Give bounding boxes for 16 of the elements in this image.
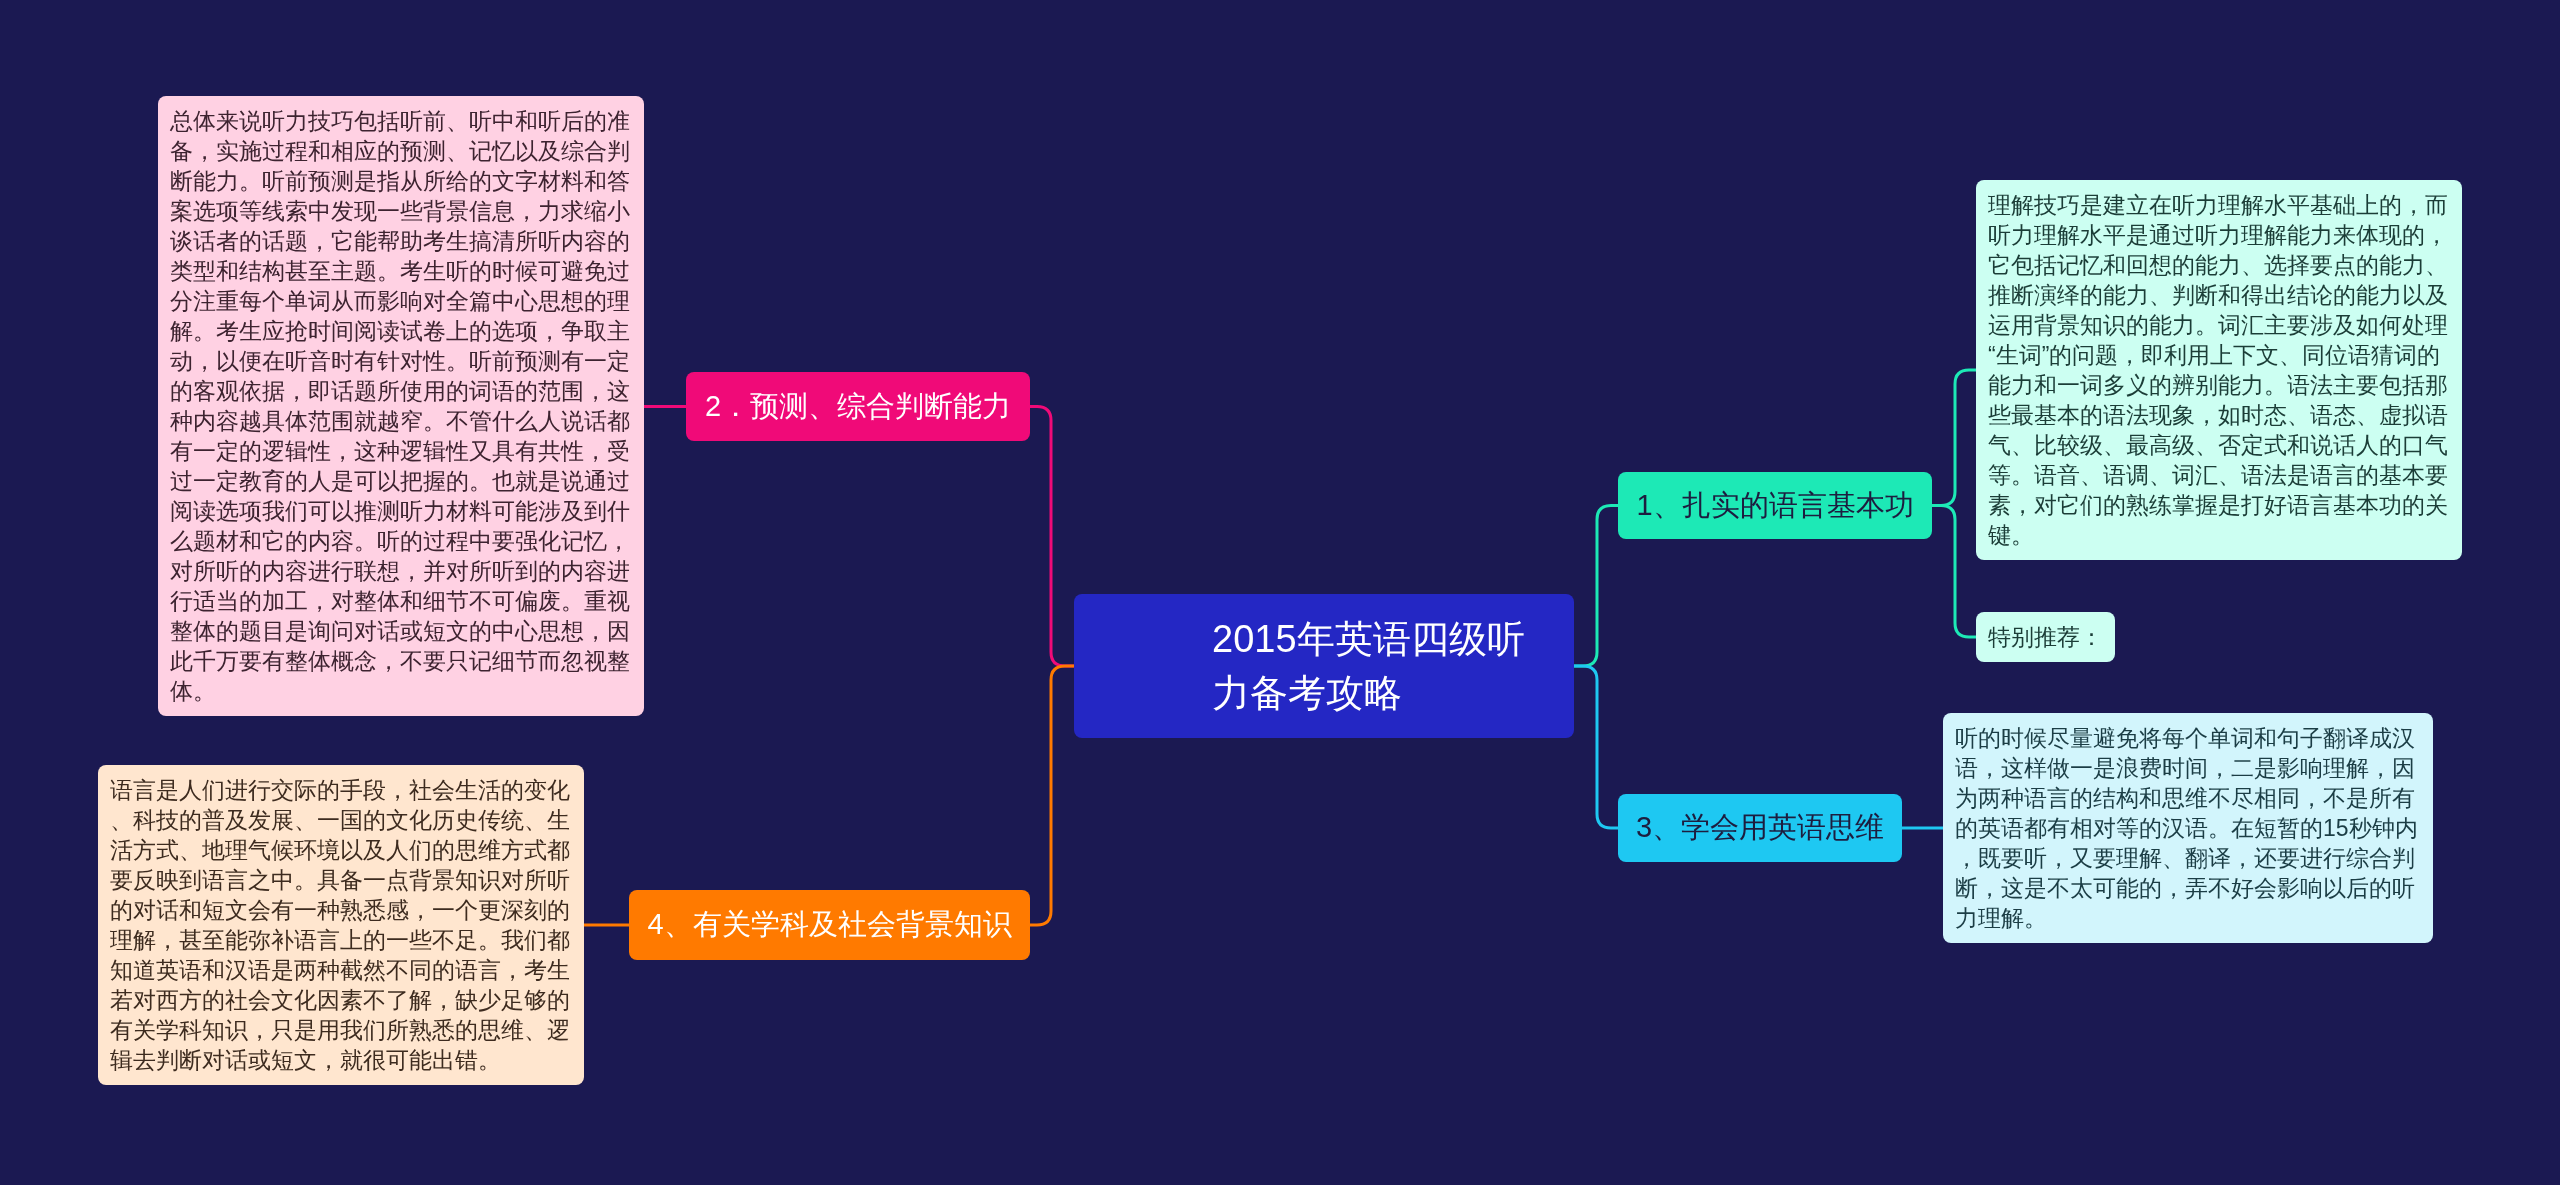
branch-box: 1、扎实的语言基本功 (1618, 472, 1932, 539)
note-box: 听的时候尽量避免将每个单词和句子翻译成汉语，这样做一是浪费时间，二是影响理解，因为两种语言的结构和思维不尽相同，不是所有的英语都有相对等的汉语。在短暂的15秒钟内，既要听，又要理解、翻译，还要进行综合判断，这是不太可能的，弄不好会影响以后的听力理解。 (1943, 713, 2433, 943)
topic-box: 2015年英语四级听力备考攻略 (1074, 594, 1574, 738)
connector-line (1574, 664, 1618, 830)
connector-line (1030, 664, 1074, 927)
branch-box: 2．预测、综合判断能力 (686, 372, 1030, 441)
note-box: 语言是人们进行交际的手段，社会生活的变化、科技的普及发展、一国的文化历史传统、生活方式、地理气候环境以及人们的思维方式都要反映到语言之中。具备一点背景知识对所听的对话和短文会有一种熟悉感，一个更深刻的理解，甚至能弥补语言上的一些不足。我们都知道英语和汉语是两种截然不同的语言，考生若对西方的社会文化因素不了解，缺少足够的有关学科知识，只是用我们所熟悉的思维、逻辑去判断对话或短文，就很可能出错。 (98, 765, 584, 1085)
connector-line (584, 923, 629, 927)
branch-box: 3、学会用英语思维 (1618, 794, 1902, 862)
connector-line (644, 405, 686, 408)
note-box: 总体来说听力技巧包括听前、听中和听后的准备，实施过程和相应的预测、记忆以及综合判断能力。听前预测是指从所给的文字材料和答案选项等线索中发现一些背景信息，力求缩小谈话者的话题，它能帮助考生搞清所听内容的类型和结构甚至主题。考生听的时候可避免过分注重每个单词从而影响对全篇中心思想的理解。考生应抢时间阅读试卷上的选项，争取主动，以便在听音时有针对性。听前预测有一定的客观依据，即话题所使用的词语的范围，这种内容越具体范围就越窄。不管什么人说话都有一定的逻辑性，这种逻辑性又具有共性，受过一定教育的人是可以把握的。也就是说通过阅读选项我们可以推测听力材料可能涉及到什么题材和它的内容。听的过程中要强化记忆，对所听的内容进行联想，并对所听到的内容进行适当的加工，对整体和细节不可偏废。重视整体的题目是询问对话或短文的中心思想，因此千万要有整体概念，不要只记细节而忽视整体。 (158, 96, 644, 716)
branch-box: 4、有关学科及社会背景知识 (629, 890, 1030, 960)
note-box: 特别推荐： (1976, 612, 2115, 662)
connector-line (1902, 826, 1943, 830)
note-box: 理解技巧是建立在听力理解水平基础上的，而听力理解水平是通过听力理解能力来体现的，它包括记忆和回想的能力、选择要点的能力、推断演绎的能力、判断和得出结论的能力以及运用背景知识的能力。词汇主要涉及如何处理“生词”的问题，即利用上下文、同位语猜词的能力和一词多义的辨别能力。语法主要包括那些最基本的语法现象，如时态、语态、虚拟语气、比较级、最高级、否定式和说话人的口气等。语音、语调、词汇、语法是语言的基本要素，对它们的熟练掌握是打好语言基本功的关键。 (1976, 180, 2462, 560)
connector-line (1932, 504, 1976, 639)
